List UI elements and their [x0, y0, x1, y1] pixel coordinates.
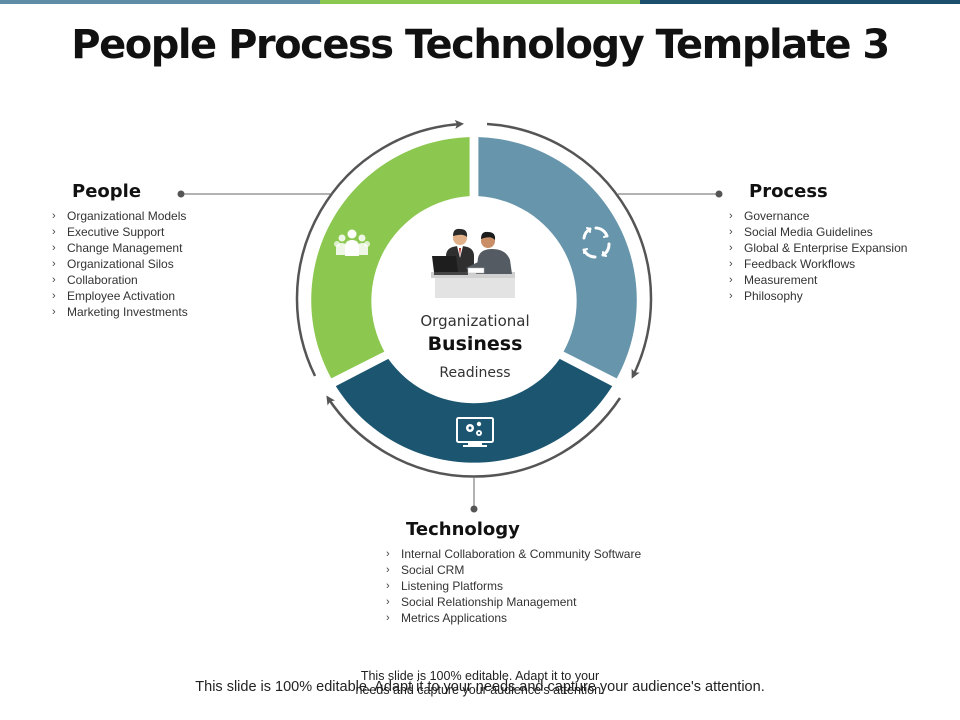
process-connector-dot [715, 190, 723, 198]
chevron-right-icon: › [729, 242, 733, 254]
process-item-text: Measurement [744, 273, 818, 287]
process-segment[interactable] [478, 137, 637, 379]
chevron-right-icon: › [52, 242, 56, 254]
process-heading[interactable]: Process [749, 181, 828, 202]
people-item-text: Employee Activation [67, 289, 176, 303]
process-item-text: Feedback Workflows [744, 257, 856, 271]
chevron-right-icon: › [729, 210, 733, 222]
process-list: › Governance › Social Media Guidelines › Glob… [729, 208, 907, 304]
technology-connector-dot [470, 505, 478, 513]
people-item-text: Marketing Investments [67, 305, 188, 319]
process-list-item: › Global & Enterprise Expansion [729, 240, 907, 256]
chevron-right-icon: › [386, 612, 390, 624]
technology-list-item: › Social CRM [386, 562, 641, 578]
business-people-icon [431, 228, 515, 298]
process-list-item: › Philosophy [729, 288, 907, 304]
footer-note-small: This slide is 100% editable. Adapt it to… [320, 669, 640, 697]
people-segment[interactable] [311, 137, 470, 379]
people-heading[interactable]: People [72, 181, 142, 202]
people-list-item: › Collaboration [52, 272, 188, 288]
people-item-text: Change Management [67, 241, 183, 255]
chevron-right-icon: › [729, 274, 733, 286]
technology-heading[interactable]: Technology [406, 519, 520, 540]
process-item-text: Philosophy [744, 289, 803, 303]
chevron-right-icon: › [52, 210, 56, 222]
people-list-item: › Employee Activation [52, 288, 188, 304]
chevron-right-icon: › [386, 564, 390, 576]
ring-arrow-top-left [295, 119, 464, 377]
ring-arrow-right [486, 122, 653, 379]
top-bar-segment-3 [640, 0, 960, 4]
footer-small-line-2: needs and capture your audience's attent… [355, 683, 605, 697]
process-item-text: Governance [744, 209, 810, 223]
chevron-right-icon: › [52, 226, 56, 238]
technology-segment[interactable] [335, 358, 613, 463]
cycle-arrows-icon [582, 226, 611, 259]
people-list: › Organizational Models › Executive Support… [52, 208, 188, 320]
center-line-business: Business [427, 333, 523, 355]
people-connector-dot [177, 190, 185, 198]
top-bar-segment-2 [320, 0, 640, 4]
monitor-gears-icon [456, 417, 494, 447]
ring-arrow-bottom [326, 395, 622, 478]
chevron-right-icon: › [386, 580, 390, 592]
process-item-text: Social Media Guidelines [744, 225, 873, 239]
people-list-item: › Organizational Silos [52, 256, 188, 272]
top-bar-segment-1 [0, 0, 320, 4]
people-list-item: › Organizational Models [52, 208, 188, 224]
people-item-text: Organizational Silos [67, 257, 174, 271]
chevron-right-icon: › [729, 290, 733, 302]
center-line-readiness: Readiness [439, 365, 511, 381]
chevron-right-icon: › [386, 596, 390, 608]
technology-list-item: › Metrics Applications [386, 610, 641, 626]
technology-item-text: Social CRM [401, 563, 465, 577]
technology-list-item: › Internal Collaboration & Community Soft… [386, 546, 641, 562]
process-list-item: › Measurement [729, 272, 907, 288]
technology-item-text: Social Relationship Management [401, 595, 577, 609]
process-item-text: Global & Enterprise Expansion [744, 241, 908, 255]
chevron-right-icon: › [729, 258, 733, 270]
people-list-item: › Marketing Investments [52, 304, 188, 320]
chevron-right-icon: › [52, 290, 56, 302]
technology-item-text: Listening Platforms [401, 579, 504, 593]
people-item-text: Executive Support [67, 225, 165, 239]
chevron-right-icon: › [386, 548, 390, 560]
people-item-text: Collaboration [67, 273, 138, 287]
process-list-item: › Feedback Workflows [729, 256, 907, 272]
people-list-item: › Change Management [52, 240, 188, 256]
people-list-item: › Executive Support [52, 224, 188, 240]
technology-item-text: Internal Collaboration & Community Softw… [401, 547, 642, 561]
footer-note: This slide is 100% editable. Adapt it to… [195, 679, 765, 695]
technology-list-item: › Listening Platforms [386, 578, 641, 594]
top-color-bar [0, 0, 960, 4]
footer-small-line-1: This slide is 100% editable. Adapt it to… [360, 669, 600, 683]
process-list-item: › Social Media Guidelines [729, 224, 907, 240]
technology-list-item: › Social Relationship Management [386, 594, 641, 610]
chevron-right-icon: › [729, 226, 733, 238]
people-item-text: Organizational Models [67, 209, 187, 223]
process-list-item: › Governance [729, 208, 907, 224]
chevron-right-icon: › [52, 274, 56, 286]
chevron-right-icon: › [52, 258, 56, 270]
technology-list: › Internal Collaboration & Community Soft… [386, 546, 641, 626]
group-icon [334, 229, 370, 256]
technology-item-text: Metrics Applications [401, 611, 508, 625]
center-line-organizational: Organizational [420, 312, 530, 330]
slide-title[interactable]: People Process Technology Template 3 [71, 22, 890, 68]
chevron-right-icon: › [52, 306, 56, 318]
